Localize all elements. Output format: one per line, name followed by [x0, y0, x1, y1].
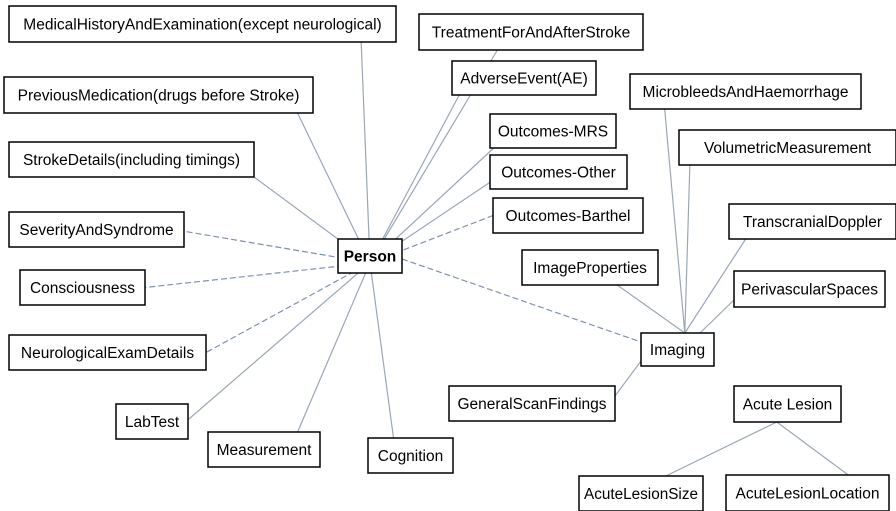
node-label: Imaging	[650, 342, 705, 359]
node-label: PreviousMedication(drugs before Stroke)	[18, 88, 300, 105]
edge-person-labtest	[187, 262, 371, 421]
nodes-layer: Person MedicalHistoryAndExamination(excep…	[3, 5, 896, 511]
edge-acute_lesion-acute_size	[665, 421, 778, 477]
node-acute-lesion: Acute Lesion	[733, 385, 842, 423]
node-label: LabTest	[125, 414, 180, 431]
node-box	[725, 474, 890, 511]
node-adverse: AdverseEvent(AE)	[451, 60, 597, 96]
node-box	[337, 238, 403, 274]
node-acute-location: AcuteLesionLocation	[725, 474, 890, 511]
node-label: PerivascularSpaces	[741, 282, 878, 299]
node-image-props: ImageProperties	[521, 249, 659, 286]
node-neuro-exam: NeurologicalExamDetails	[8, 334, 207, 371]
node-box	[207, 431, 321, 468]
node-cognition: Cognition	[367, 437, 454, 474]
edge-imaging-perivascular	[699, 299, 735, 334]
node-general-scan: GeneralScanFindings	[448, 385, 616, 422]
node-person: Person	[337, 238, 403, 274]
node-label: Outcomes-Barthel	[506, 208, 631, 225]
edge-person-prev_med	[297, 112, 371, 264]
node-box	[492, 197, 644, 234]
node-label: StrokeDetails(including timings)	[23, 152, 240, 169]
node-outcomes-mrs: Outcomes-MRS	[489, 113, 617, 149]
node-label: Measurement	[217, 442, 312, 459]
node-box	[521, 249, 659, 286]
node-box	[629, 73, 862, 110]
edge-person-imaging	[401, 258, 642, 343]
edge-person-consciousness	[144, 262, 371, 289]
node-imaging: Imaging	[640, 332, 715, 367]
node-med-history: MedicalHistoryAndExamination(except neur…	[8, 5, 397, 43]
node-box	[451, 60, 597, 96]
node-label: SeverityAndSyndrome	[19, 222, 173, 239]
edge-acute_lesion-acute_location	[776, 421, 849, 476]
edge-person-adverse	[369, 94, 460, 264]
edge-imaging-general_scan	[614, 360, 642, 397]
node-label: MicrobleedsAndHaemorrhage	[643, 84, 849, 101]
edge-imaging-image_props	[616, 284, 686, 334]
node-box	[489, 113, 617, 149]
node-treatment: TreatmentForAndAfterStroke	[418, 13, 644, 51]
node-label: AdverseEvent(AE)	[460, 71, 588, 88]
edge-imaging-volumetric	[684, 164, 691, 334]
edge-person-measurement	[297, 262, 371, 433]
node-label: MedicalHistoryAndExamination(except neur…	[23, 17, 381, 34]
node-measurement: Measurement	[207, 431, 321, 468]
node-label: GeneralScanFindings	[457, 396, 606, 413]
node-consciousness: Consciousness	[19, 269, 146, 306]
node-box	[489, 154, 628, 190]
node-label: Acute Lesion	[743, 397, 833, 414]
node-box	[115, 403, 189, 440]
node-acute-size: AcuteLesionSize	[578, 475, 704, 511]
node-outcomes-barthel: Outcomes-Barthel	[492, 197, 644, 234]
node-label: AcuteLesionLocation	[736, 486, 880, 503]
node-box	[418, 13, 644, 51]
node-box	[640, 332, 715, 367]
node-box	[448, 385, 616, 422]
node-box	[733, 385, 842, 423]
node-box	[678, 129, 896, 166]
node-outcomes-other: Outcomes-Other	[489, 154, 628, 190]
node-label: Outcomes-Other	[501, 165, 616, 182]
node-box	[8, 5, 397, 43]
edge-imaging-transcranial	[684, 238, 747, 334]
node-prev-med: PreviousMedication(drugs before Stroke)	[3, 76, 314, 114]
node-label: Consciousness	[30, 280, 135, 297]
node-microbleeds: MicrobleedsAndHaemorrhage	[629, 73, 862, 110]
node-label: Person	[344, 249, 397, 266]
node-labtest: LabTest	[115, 403, 189, 440]
node-label: Cognition	[378, 448, 444, 465]
node-label: TranscranialDoppler	[743, 214, 882, 231]
node-box	[8, 211, 185, 248]
edge-imaging-microbleeds	[664, 108, 686, 334]
node-transcranial: TranscranialDoppler	[728, 203, 896, 240]
node-label: NeurologicalExamDetails	[21, 345, 194, 362]
node-label: TreatmentForAndAfterStroke	[432, 25, 630, 42]
node-stroke-details: StrokeDetails(including timings)	[8, 141, 255, 178]
node-box	[728, 203, 896, 240]
node-label: ImageProperties	[533, 260, 647, 277]
node-box	[8, 141, 255, 178]
node-box	[733, 270, 886, 308]
node-box	[8, 334, 207, 371]
edge-person-neuro_exam	[205, 262, 371, 354]
node-box	[578, 475, 704, 511]
node-label: VolumetricMeasurement	[704, 140, 872, 157]
node-volumetric: VolumetricMeasurement	[678, 129, 896, 166]
node-label: Outcomes-MRS	[498, 124, 608, 141]
node-box	[19, 269, 146, 306]
node-severity: SeverityAndSyndrome	[8, 211, 185, 248]
node-label: AcuteLesionSize	[584, 486, 698, 503]
edge-person-med_history	[360, 41, 371, 263]
node-perivascular: PerivascularSpaces	[733, 270, 886, 308]
node-box	[3, 76, 314, 114]
node-box	[367, 437, 454, 474]
edge-person-cognition	[369, 262, 395, 439]
